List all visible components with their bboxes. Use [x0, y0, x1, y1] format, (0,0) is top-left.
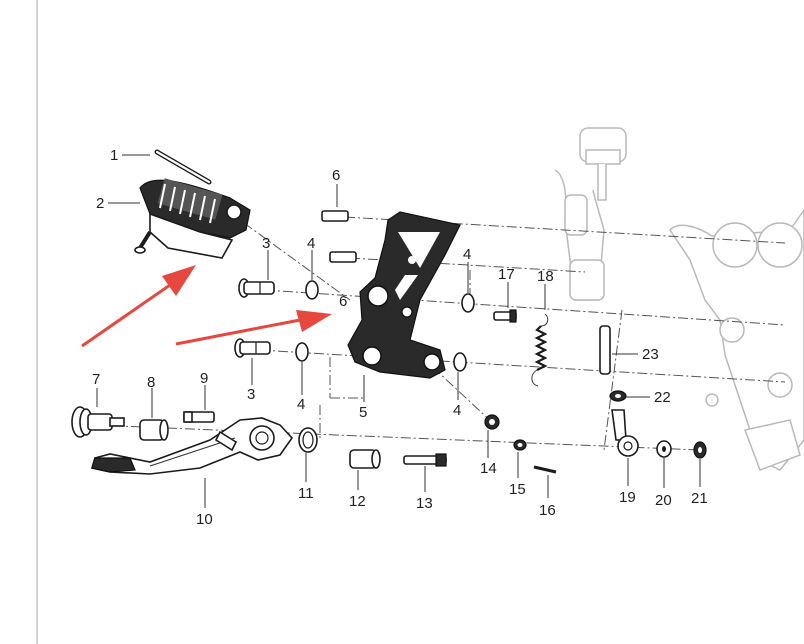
- red-arrow-upper: [81, 265, 196, 348]
- part-21-nut: [693, 441, 707, 459]
- part-1-pin: [154, 149, 212, 185]
- part-8-sleeve: [139, 419, 169, 441]
- callout-17: 17: [498, 266, 515, 283]
- callout-4-lower-left: 4: [297, 396, 305, 413]
- ghost-master-cylinder: [554, 127, 627, 301]
- callout-18: 18: [537, 268, 554, 285]
- part-19-clevis: [611, 409, 639, 457]
- part-10-lever: [90, 417, 294, 475]
- callout-3-lower: 3: [247, 386, 255, 403]
- callout-6-lower: 6: [339, 293, 347, 310]
- callout-20: 20: [655, 492, 672, 509]
- callout-labels: 1 2 3 4 6 4 17 18 6 23 3 4 5 4 7 8 9 22 …: [92, 147, 708, 528]
- part-16-pin: [533, 465, 557, 474]
- callout-7: 7: [92, 371, 100, 388]
- callout-1: 1: [110, 147, 118, 164]
- callout-9: 9: [200, 370, 208, 387]
- callout-13: 13: [416, 495, 433, 512]
- part-12-bushing: [349, 449, 381, 469]
- callout-4-lower-right: 4: [453, 402, 461, 419]
- callout-14: 14: [480, 460, 497, 477]
- part-13-shaft: [403, 453, 447, 467]
- callout-12: 12: [349, 493, 366, 510]
- part-6-bolts: [321, 210, 357, 263]
- callout-leaders: [96, 154, 701, 508]
- part-3-bolt-upper: [238, 278, 275, 298]
- callout-5: 5: [359, 404, 367, 421]
- part-22-nut: [609, 390, 627, 402]
- ghost-frame: [669, 208, 804, 471]
- callout-2: 2: [96, 195, 104, 212]
- part-4-washers: [295, 280, 475, 372]
- callout-4-upper-right: 4: [463, 246, 471, 263]
- left-margin-rule: [0, 0, 38, 644]
- part-20-washer: [656, 440, 672, 458]
- part-18-spring: [531, 313, 549, 387]
- part-3-bolt-lower: [234, 338, 271, 358]
- callout-10: 10: [196, 511, 213, 528]
- part-5-bracket: [347, 211, 461, 379]
- callout-21: 21: [691, 490, 708, 507]
- callout-19: 19: [619, 489, 636, 506]
- callout-6-upper: 6: [332, 167, 340, 184]
- part-14-bushing: [484, 414, 500, 430]
- part-15-washer: [513, 439, 527, 451]
- part-2-footpeg: [134, 178, 251, 259]
- callout-23: 23: [642, 346, 659, 363]
- part-11-ring: [298, 427, 318, 453]
- callout-11: 11: [298, 485, 314, 502]
- red-arrow-lower: [175, 310, 332, 346]
- callout-8: 8: [147, 374, 155, 391]
- callout-4-upper-left: 4: [307, 235, 315, 252]
- part-17-bolt: [493, 309, 517, 323]
- callout-16: 16: [539, 502, 556, 519]
- part-9-bolt: [183, 411, 215, 423]
- callout-15: 15: [509, 481, 526, 498]
- part-23-rod: [599, 325, 611, 375]
- part-7-bolt: [71, 406, 125, 438]
- callout-3-upper: 3: [262, 235, 270, 252]
- callout-22: 22: [654, 389, 671, 406]
